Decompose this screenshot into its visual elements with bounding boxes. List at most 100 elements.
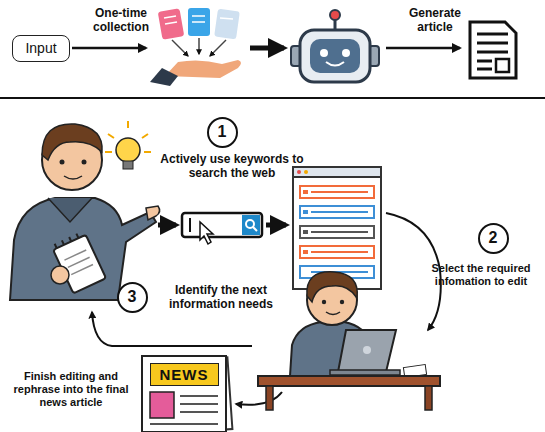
search-bar-icon-part [182,213,262,237]
collection-icon-part [192,15,205,17]
webpage-icon-part [311,211,368,213]
document-icon-part [477,33,508,36]
document-icon-part [470,22,516,78]
webpage-icon-part [300,226,374,238]
search-bar-icon-part [266,223,286,228]
editing-person-part [330,370,400,375]
step-label: Select the required infomation to edit [420,262,542,288]
newspaper-icon-part [150,423,218,425]
collection-icon [150,8,241,86]
flow-arrow-part [250,46,284,51]
callout-number: 1 [207,117,238,148]
news-banner: NEWS [150,363,219,386]
lightbulb-icon-part [106,170,150,182]
thinking-person-part [60,160,65,165]
collection-icon-part [214,9,240,40]
step-label: Finish editing and rephrase into the fin… [2,370,140,410]
step-label: Actively use keywords to search the web [160,152,304,181]
webpage-icon-part [311,251,368,253]
document-icon-part [477,60,492,63]
thinking-person-part [42,124,102,160]
search-bar-icon-part [189,218,191,232]
webpage-icon-part [303,250,308,254]
search-bar-icon-part [253,227,257,231]
callout-number: 3 [117,282,148,313]
thinking-person-part-part [71,264,93,274]
webpage-icon-part [293,167,381,289]
search-bar-icon-part [246,220,254,228]
flow-arrow-part [72,47,146,50]
newspaper-icon [142,356,232,432]
thinking-person-part-part [55,234,79,249]
lightbulb-icon [105,121,151,182]
collection-icon-part [165,22,177,24]
divider-line [0,97,545,99]
search-bar-icon-part [200,222,213,244]
robot-icon [291,10,379,82]
editing-person-part [266,386,273,410]
editing-person-part [322,300,326,304]
flow-arrow-part [386,47,460,50]
thinking-person-part [64,176,82,179]
collection-icon-part [172,40,188,56]
thinking-person-part [82,160,87,165]
document-icon-part [477,51,508,54]
webpage-icon-part [303,230,308,234]
flow-arrow-part [92,312,252,346]
flow-arrow-part [236,392,282,405]
robot-icon-part [326,62,344,66]
webpage-icon-part [304,170,308,174]
robot-icon-part [310,39,360,73]
node-text: 2 [489,229,498,247]
thinking-person-part [51,230,106,293]
node-text: NEWS [160,366,209,383]
collection-icon-part [210,40,226,56]
collection-icon-part [192,21,205,23]
document-icon-part [496,59,509,72]
thinking-person-part-part [68,257,90,267]
editing-person [258,272,440,410]
collection-icon-part [198,38,200,54]
search-bar-icon [158,213,286,244]
newspaper-icon-part [180,411,218,413]
webpage-icon [293,167,381,289]
thinking-person-part [51,266,69,284]
robot-icon-part [320,49,328,57]
newspaper-icon-part [142,356,226,432]
webpage-icon-part [300,206,374,218]
lightbulb-icon-part [116,138,140,162]
collection-icon-part [188,8,210,36]
step-label: Identify the next information needs [150,283,292,312]
webpage-icon-part [303,190,308,194]
collection-icon-part [220,18,233,19]
thinking-person-part [146,206,160,220]
collection-icon-part [158,8,185,39]
collection-icon-part [164,16,176,18]
editing-person-part [326,312,340,315]
editing-person-part [363,346,371,354]
document-icon-part [477,68,492,71]
thinking-person-part-part [64,250,86,260]
thinking-person-part [48,198,92,222]
webpage-icon-part [293,167,381,177]
step-label: Generate article [392,6,478,35]
document-icon-part [477,42,508,45]
editing-person-part [258,376,440,386]
callout-number: 2 [478,223,509,254]
lightbulb-icon-part [123,161,133,169]
node-text: 3 [128,288,137,306]
editing-person-part [425,386,432,410]
editing-person-part [307,272,357,302]
webpage-icon-part [300,186,374,198]
newspaper-icon-part [180,403,218,405]
editing-person-part [340,300,344,304]
search-bar-icon-part [242,215,260,235]
node-text: Input [25,40,56,56]
webpage-icon-part [311,231,368,233]
webpage-icon-part [297,170,301,174]
robot-icon-part [300,30,370,82]
newspaper-icon-part [180,395,218,397]
